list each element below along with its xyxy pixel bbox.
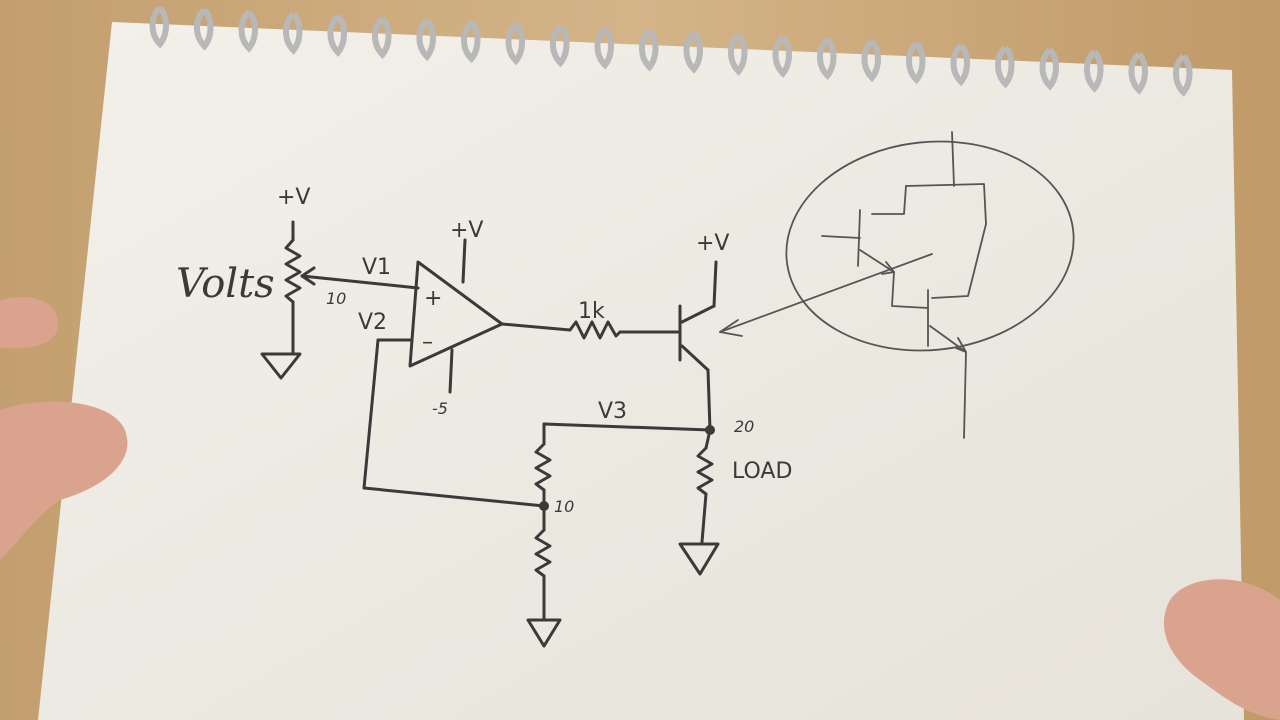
spiral-coil	[505, 22, 525, 66]
ground-symbol-divider	[526, 618, 562, 648]
v3-wire	[542, 422, 715, 446]
darlington-detail	[719, 131, 1075, 439]
left-hand	[0, 296, 128, 560]
node-10-label: 10	[554, 497, 574, 516]
spiral-coil	[772, 35, 792, 78]
feedback-wire	[362, 338, 546, 508]
pot-supply-label: +V	[277, 185, 310, 210]
notebook-page	[38, 22, 1244, 720]
spiral-coil	[194, 7, 214, 51]
spiral-coil	[861, 39, 881, 83]
spiral-coil	[283, 11, 303, 55]
spiral-coil	[906, 41, 926, 85]
opamp-minus-label: –	[422, 330, 433, 355]
opamp-supply-pos-label: +V	[450, 218, 483, 243]
v1-wire	[300, 266, 420, 290]
volts-label: Volts	[176, 261, 275, 307]
load-label: LOAD	[732, 459, 792, 484]
spiral-coil	[728, 32, 748, 76]
pot-wiper-label: 10	[326, 289, 346, 308]
v3-label: V3	[598, 399, 627, 424]
spiral-coil	[238, 9, 258, 53]
spiral-coil	[1173, 53, 1193, 97]
spiral-coil	[995, 45, 1015, 89]
potentiometer	[260, 220, 302, 380]
opamp-plus-label: +	[424, 286, 442, 311]
spiral-coil	[550, 24, 570, 68]
resistor-1k	[568, 320, 680, 340]
spiral-coil	[594, 26, 614, 70]
v1-label: V1	[362, 255, 391, 280]
spiral-coil	[683, 30, 703, 74]
spiral-coil	[149, 5, 169, 49]
right-hand	[1163, 579, 1280, 720]
spiral-coil	[639, 28, 659, 72]
node-20-label: 20	[734, 417, 754, 436]
v2-label: V2	[358, 310, 387, 335]
resistor-1k-label: 1k	[578, 299, 605, 324]
spiral-binding	[149, 5, 1193, 97]
spiral-coil	[817, 37, 837, 80]
spiral-coil	[1039, 47, 1059, 91]
spiral-coil	[416, 18, 436, 62]
spiral-coil	[372, 16, 392, 59]
spiral-coil	[1128, 51, 1148, 95]
spiral-coil	[1084, 49, 1104, 93]
op-amp	[376, 238, 572, 394]
ground-symbol-pot	[260, 352, 302, 380]
load-resistor	[678, 428, 720, 576]
spiral-coil	[327, 14, 347, 57]
circuit-schematic: +V Volts 10 V1 + – +V -5 V2 1k	[176, 131, 1075, 648]
spiral-coil	[461, 20, 481, 64]
transistor	[678, 260, 718, 432]
opamp-supply-neg-label: -5	[432, 399, 448, 418]
ground-symbol-load	[678, 542, 720, 576]
spiral-coil	[950, 43, 970, 87]
transistor-supply-label: +V	[696, 231, 729, 256]
